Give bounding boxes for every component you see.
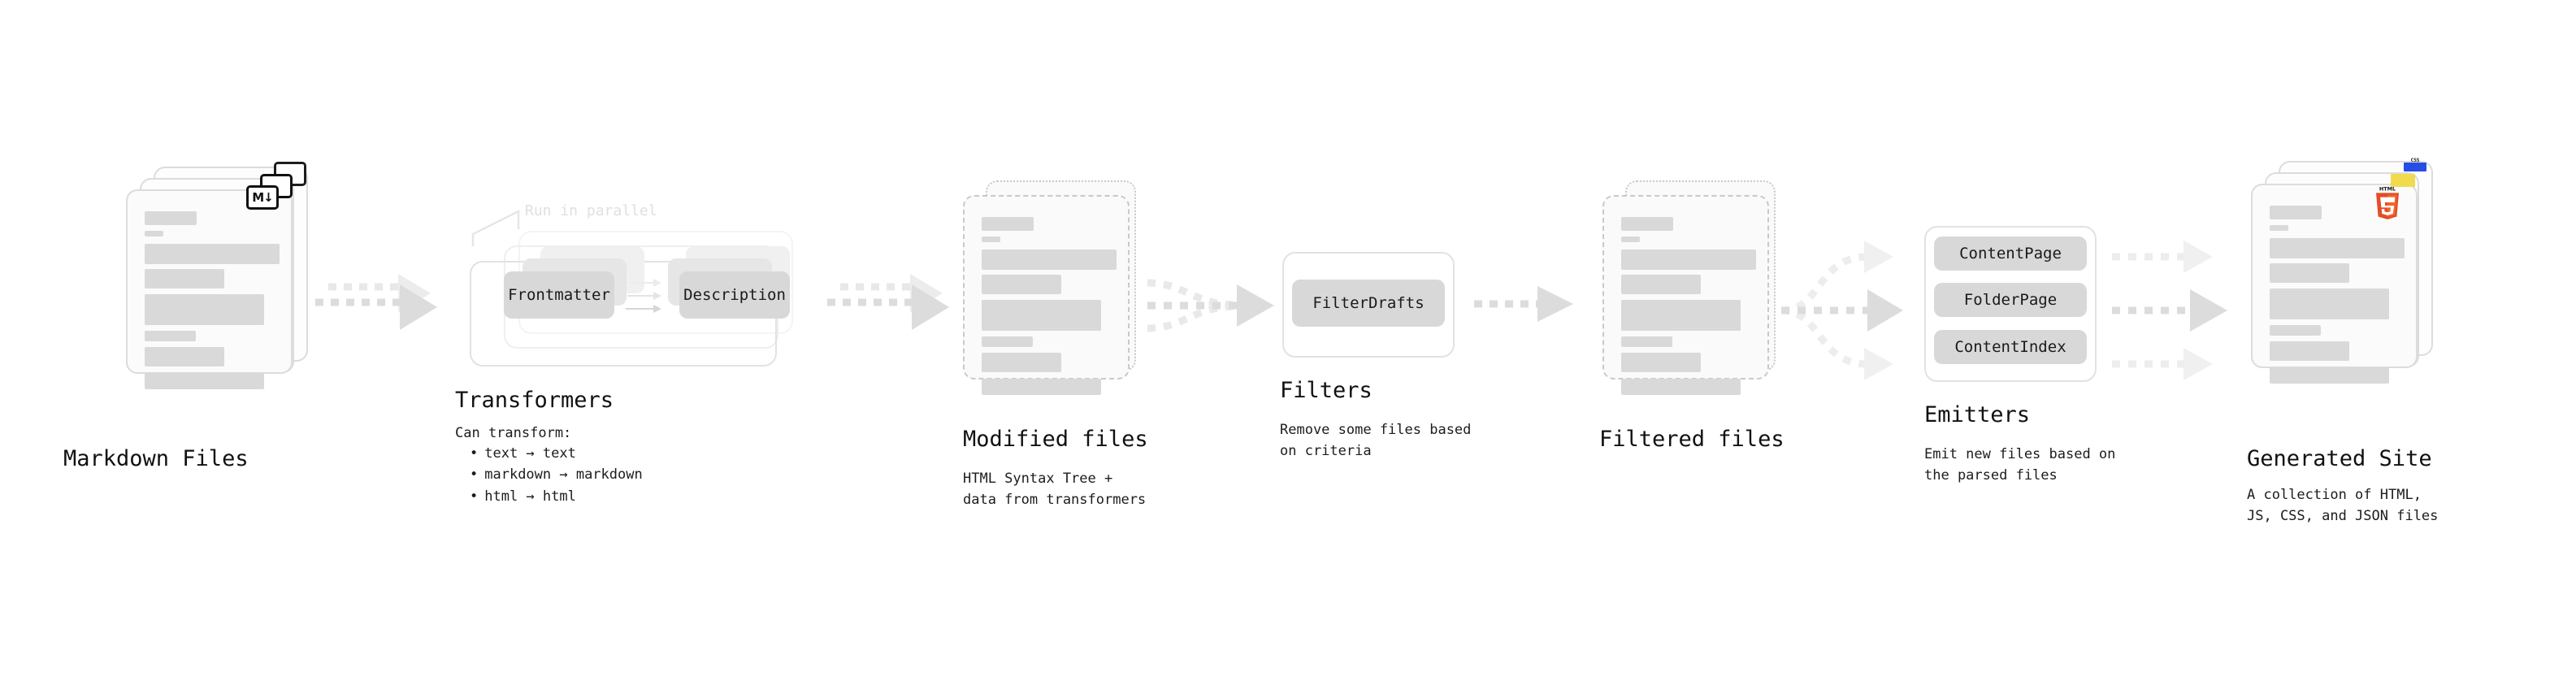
doc-bar bbox=[145, 331, 196, 341]
arrow-markdown-to-transformers bbox=[315, 274, 437, 330]
doc-bar bbox=[1621, 217, 1673, 231]
generated-site-caption-line1: A collection of HTML, bbox=[2247, 487, 2422, 503]
modified-files-caption-line1: HTML Syntax Tree + bbox=[963, 471, 1113, 487]
doc-bar bbox=[2270, 341, 2349, 361]
doc-bar bbox=[1621, 249, 1756, 270]
doc-bar bbox=[1621, 336, 1672, 347]
doc-bar bbox=[982, 236, 1000, 242]
doc-bar bbox=[982, 275, 1061, 294]
filter-chip-filterdrafts[interactable]: FilterDrafts bbox=[1292, 280, 1445, 327]
doc-bar bbox=[2270, 325, 2321, 336]
modified-files-caption-line2: data from transformers bbox=[963, 492, 1147, 508]
doc-bar bbox=[2270, 263, 2349, 283]
css-badge-label: CSS bbox=[2410, 158, 2420, 163]
css-badge: CSS bbox=[2404, 158, 2426, 171]
doc-bar bbox=[982, 336, 1033, 347]
transform-item: html → html bbox=[470, 486, 643, 507]
filtered-files-label: Filtered files bbox=[1599, 427, 1785, 452]
arrow-emitters-to-site bbox=[2112, 241, 2227, 380]
markdown-badge: M↓ bbox=[246, 185, 279, 210]
emitter-chip-contentpage[interactable]: ContentPage bbox=[1934, 236, 2087, 271]
doc-bar bbox=[1621, 353, 1701, 372]
arrow-filters-to-filtered bbox=[1474, 286, 1573, 322]
html5-badge: HTML bbox=[2373, 185, 2402, 219]
doc-bar bbox=[145, 373, 264, 389]
emitters-caption-line2: the parsed files bbox=[1924, 467, 2058, 484]
generated-site-label: Generated Site bbox=[2247, 446, 2432, 471]
emitter-chip-contentindex[interactable]: ContentIndex bbox=[1934, 330, 2087, 364]
arrow-transformers-to-modified bbox=[827, 274, 949, 330]
doc-bar bbox=[145, 294, 264, 325]
transform-item: text → text bbox=[470, 443, 643, 464]
arrow-modified-to-filters bbox=[1147, 279, 1274, 332]
arrow-filtered-to-emitters bbox=[1780, 241, 1903, 380]
doc-bar bbox=[1621, 236, 1640, 242]
doc-bar bbox=[982, 249, 1117, 270]
filters-caption-line1: Remove some files based bbox=[1280, 422, 1472, 438]
markdown-sheet-front bbox=[126, 189, 293, 389]
modified-files-label: Modified files bbox=[963, 427, 1148, 452]
doc-bar bbox=[982, 217, 1034, 231]
doc-bar bbox=[2270, 288, 2389, 319]
doc-bar bbox=[2270, 367, 2389, 384]
doc-bar bbox=[2270, 225, 2288, 231]
modified-sheet-front bbox=[963, 195, 1130, 395]
filters-caption-line2: on criteria bbox=[1280, 443, 1372, 459]
doc-bar bbox=[982, 300, 1101, 331]
doc-bar bbox=[145, 347, 224, 367]
generated-site-caption-line2: JS, CSS, and JSON files bbox=[2247, 508, 2439, 524]
svg-text:HTML: HTML bbox=[2379, 185, 2396, 192]
transformers-caption-items: text → text markdown → markdown html → h… bbox=[455, 443, 643, 507]
doc-bar bbox=[145, 244, 280, 264]
doc-bar bbox=[2270, 238, 2405, 258]
transformer-chip-description[interactable]: Description bbox=[679, 271, 790, 319]
transform-item: markdown → markdown bbox=[470, 464, 642, 485]
doc-bar bbox=[145, 231, 163, 236]
transformers-label: Transformers bbox=[455, 388, 614, 413]
doc-bar bbox=[1621, 379, 1741, 395]
doc-bar bbox=[982, 353, 1061, 372]
doc-bar bbox=[145, 269, 224, 288]
doc-bar bbox=[2270, 206, 2322, 219]
emitters-caption-line1: Emit new files based on bbox=[1924, 446, 2116, 462]
emitters-label: Emitters bbox=[1924, 402, 2031, 427]
js-badge bbox=[2391, 174, 2415, 187]
transformers-caption-head: Can transform: bbox=[455, 425, 572, 441]
filtered-sheet-front bbox=[1602, 195, 1769, 395]
doc-bar bbox=[1621, 300, 1741, 331]
doc-bar bbox=[145, 211, 197, 225]
site-sheet-front bbox=[2251, 184, 2418, 384]
doc-bar bbox=[1621, 275, 1701, 294]
emitter-chip-folderpage[interactable]: FolderPage bbox=[1934, 283, 2087, 317]
doc-bar bbox=[982, 379, 1101, 395]
filters-label: Filters bbox=[1280, 378, 1373, 403]
markdown-files-label: Markdown Files bbox=[63, 446, 249, 471]
run-in-parallel-label: Run in parallel bbox=[525, 202, 657, 219]
transformer-chip-frontmatter[interactable]: Frontmatter bbox=[504, 271, 614, 319]
